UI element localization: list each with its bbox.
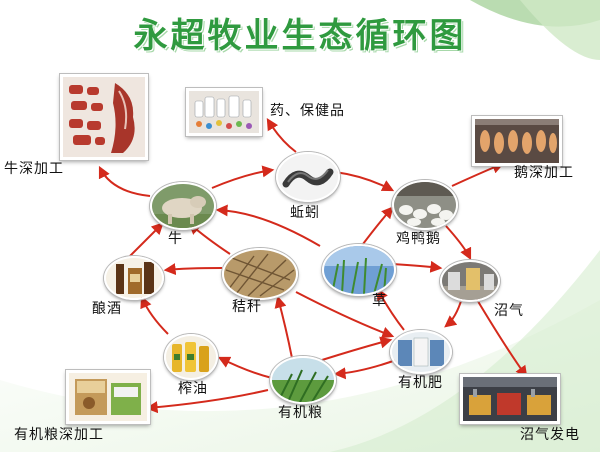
grain-node-image bbox=[270, 356, 336, 404]
wine-node-image bbox=[104, 256, 164, 300]
beef-processing-label: 牛深加工 bbox=[4, 161, 64, 177]
arrow-earthworm-to-medicine bbox=[266, 117, 297, 153]
arrow-cattle-to-beef-processing bbox=[98, 165, 151, 197]
arrow-straw-to-fertilizer bbox=[295, 291, 395, 339]
medicine-products-photo bbox=[186, 88, 262, 136]
goose-processing-label: 鹅深加工 bbox=[514, 165, 574, 181]
fertilizer-label: 有机肥 bbox=[398, 375, 443, 391]
wine-label: 酿酒 bbox=[92, 301, 122, 317]
cattle-node-image bbox=[150, 182, 216, 230]
biogas-label: 沼气 bbox=[494, 303, 524, 319]
biogas-power-label: 沼气发电 bbox=[520, 427, 580, 443]
diagram-title: 永超牧业生态循环图 bbox=[133, 16, 467, 56]
arrow-grass-to-poultry bbox=[359, 206, 394, 249]
oil-node-image bbox=[164, 334, 218, 380]
arrow-poultry-to-biogas bbox=[445, 225, 472, 261]
medicine-label: 药、保健品 bbox=[270, 103, 345, 119]
arrow-grain-to-fertilizer bbox=[321, 336, 393, 361]
grass-node-image bbox=[322, 244, 396, 296]
arrow-fertilizer-to-grass bbox=[376, 287, 405, 331]
arrow-biogas-to-biogas-power bbox=[475, 297, 528, 378]
straw-label: 秸秆 bbox=[232, 299, 262, 315]
arrow-cattle-to-earthworm bbox=[211, 165, 275, 189]
arrow-oil-to-wine bbox=[140, 295, 169, 335]
poultry-node-image bbox=[392, 180, 458, 230]
cattle-label: 牛 bbox=[168, 231, 183, 247]
arrow-fertilizer-to-grain bbox=[333, 359, 397, 380]
arrow-straw-to-wine bbox=[163, 263, 223, 276]
grain-processing-label: 有机粮深加工 bbox=[14, 427, 104, 443]
fertilizer-node-image bbox=[390, 330, 452, 374]
straw-node-image bbox=[222, 248, 298, 300]
grain-products-photo bbox=[66, 370, 150, 424]
biogas-node-image bbox=[440, 260, 500, 302]
oil-label: 榨油 bbox=[178, 381, 208, 397]
arrow-grain-to-grain-processing bbox=[145, 389, 269, 414]
poultry-label: 鸡鸭鹅 bbox=[396, 231, 441, 247]
arrow-grass-to-biogas bbox=[391, 260, 443, 273]
arrow-grain-to-straw bbox=[274, 295, 293, 359]
grain-label: 有机粮 bbox=[278, 405, 323, 421]
goose-processing-photo bbox=[472, 116, 562, 166]
arrow-biogas-to-fertilizer bbox=[444, 297, 463, 328]
beef-products-photo bbox=[60, 74, 148, 160]
earthworm-label: 蚯蚓 bbox=[290, 205, 320, 221]
biogas-power-photo bbox=[460, 374, 560, 424]
arrow-grass-to-cattle bbox=[215, 204, 321, 247]
earthworm-node-image bbox=[276, 152, 340, 202]
arrow-earthworm-to-poultry bbox=[334, 171, 395, 192]
arrow-poultry-to-goose-processing bbox=[451, 162, 505, 187]
arrow-grain-to-oil bbox=[217, 356, 273, 379]
grass-label: 草 bbox=[372, 293, 387, 309]
arrow-wine-to-cattle bbox=[129, 222, 164, 257]
arrow-straw-to-cattle bbox=[188, 222, 231, 255]
